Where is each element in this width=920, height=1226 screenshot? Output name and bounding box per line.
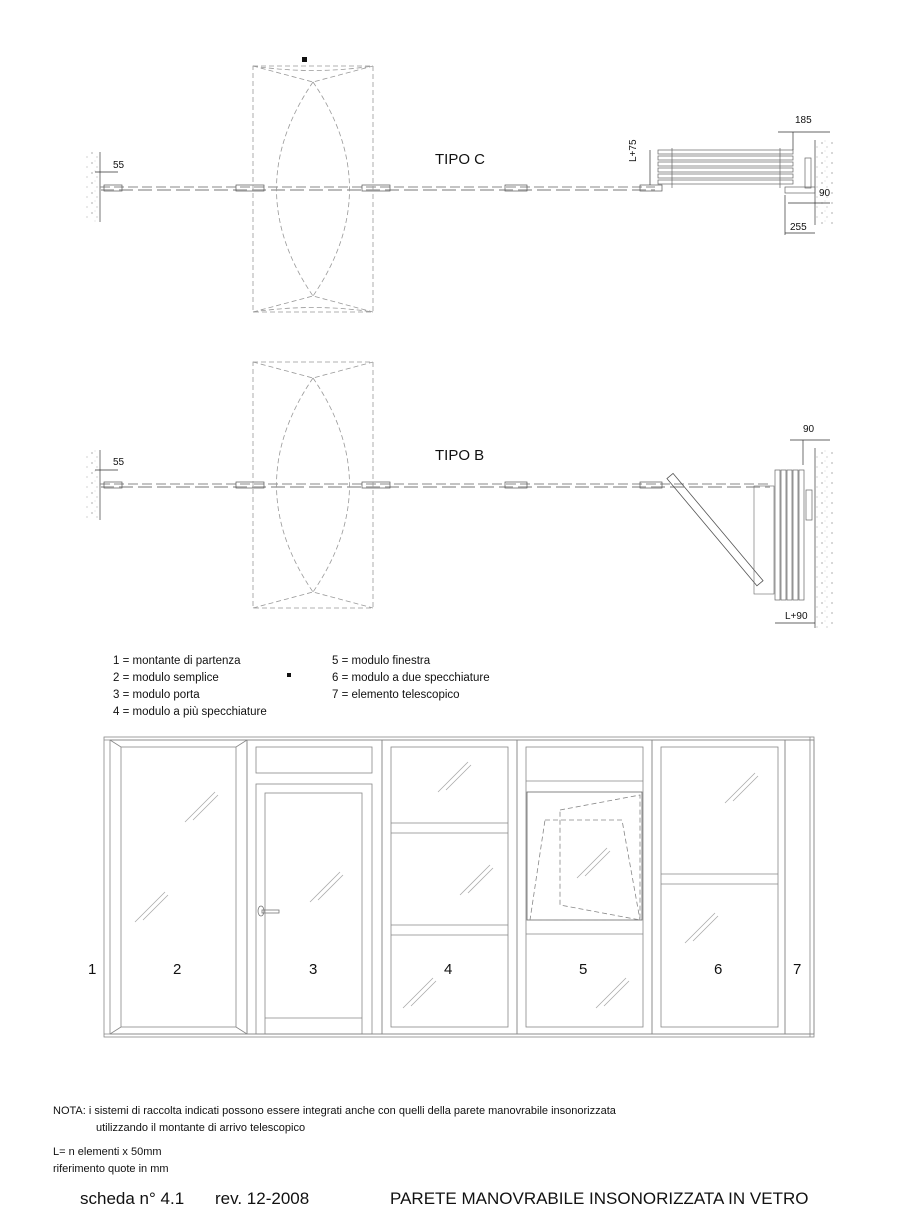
dim-stack-height-c: L+75 [628, 139, 639, 162]
tipo-c-title: TIPO C [435, 151, 486, 168]
legend-left: 1 = montante di partenza 2 = modulo semp… [113, 653, 267, 721]
note-line-4: riferimento quote in mm [53, 1163, 169, 1175]
pivoting-panel [666, 472, 764, 587]
door-swing-b [252, 361, 374, 609]
dim-left-gap-c: 55 [113, 160, 125, 171]
module-number-3: 3 [309, 961, 318, 978]
panel-stack-b [774, 469, 805, 601]
module-number-2: 2 [173, 961, 182, 978]
right-wall-c [815, 140, 833, 225]
module-number-4: 4 [444, 961, 453, 978]
module-number-1: 1 [88, 961, 97, 978]
legend-right: 5 = modulo finestra 6 = modulo a due spe… [332, 653, 490, 704]
legend-item: 3 = modulo porta [113, 689, 200, 701]
note-line-3: L= n elementi x 50mm [53, 1146, 162, 1158]
dim-left-gap-b: 55 [113, 457, 125, 468]
note-line-1: NOTA: i sistemi di raccolta indicati pos… [53, 1105, 616, 1117]
panel-stack-c [657, 148, 794, 188]
module-number-6: 6 [714, 961, 723, 978]
note-line-2: utilizzando il montante di arrivo telesc… [96, 1122, 306, 1134]
legend-item: 2 = modulo semplice [113, 672, 219, 684]
revision: rev. 12-2008 [215, 1189, 310, 1208]
dim-stack-width-b: L+90 [785, 611, 808, 622]
door-swing-c [252, 65, 374, 313]
dim-top-right-b: 90 [803, 424, 815, 435]
left-wall-c [86, 152, 100, 222]
module-number-7: 7 [793, 961, 802, 978]
product-title: PARETE MANOVRABILE INSONORIZZATA IN VETR… [390, 1189, 809, 1208]
marker-dot [302, 57, 307, 62]
sheet-number: scheda n° 4.1 [80, 1189, 185, 1208]
legend-item: 4 = modulo a più specchiature [113, 706, 267, 718]
tipo-c-plan [86, 57, 833, 313]
dim-bottom-right-c: 255 [790, 222, 807, 233]
dim-right-offset-c: 90 [819, 188, 831, 199]
module-number-5: 5 [579, 961, 588, 978]
glass-reflections [134, 761, 759, 1009]
legend-item: 1 = montante di partenza [113, 655, 241, 667]
legend-item: 6 = modulo a due specchiature [332, 672, 490, 684]
tipo-b-title: TIPO B [435, 447, 485, 464]
legend-item: 5 = modulo finestra [332, 655, 431, 667]
legend-item: 7 = elemento telescopico [332, 689, 460, 701]
door-handle-icon [257, 905, 280, 917]
dim-top-right-c: 185 [795, 115, 812, 126]
elevation [103, 736, 815, 1038]
tipo-b-plan [86, 361, 833, 628]
